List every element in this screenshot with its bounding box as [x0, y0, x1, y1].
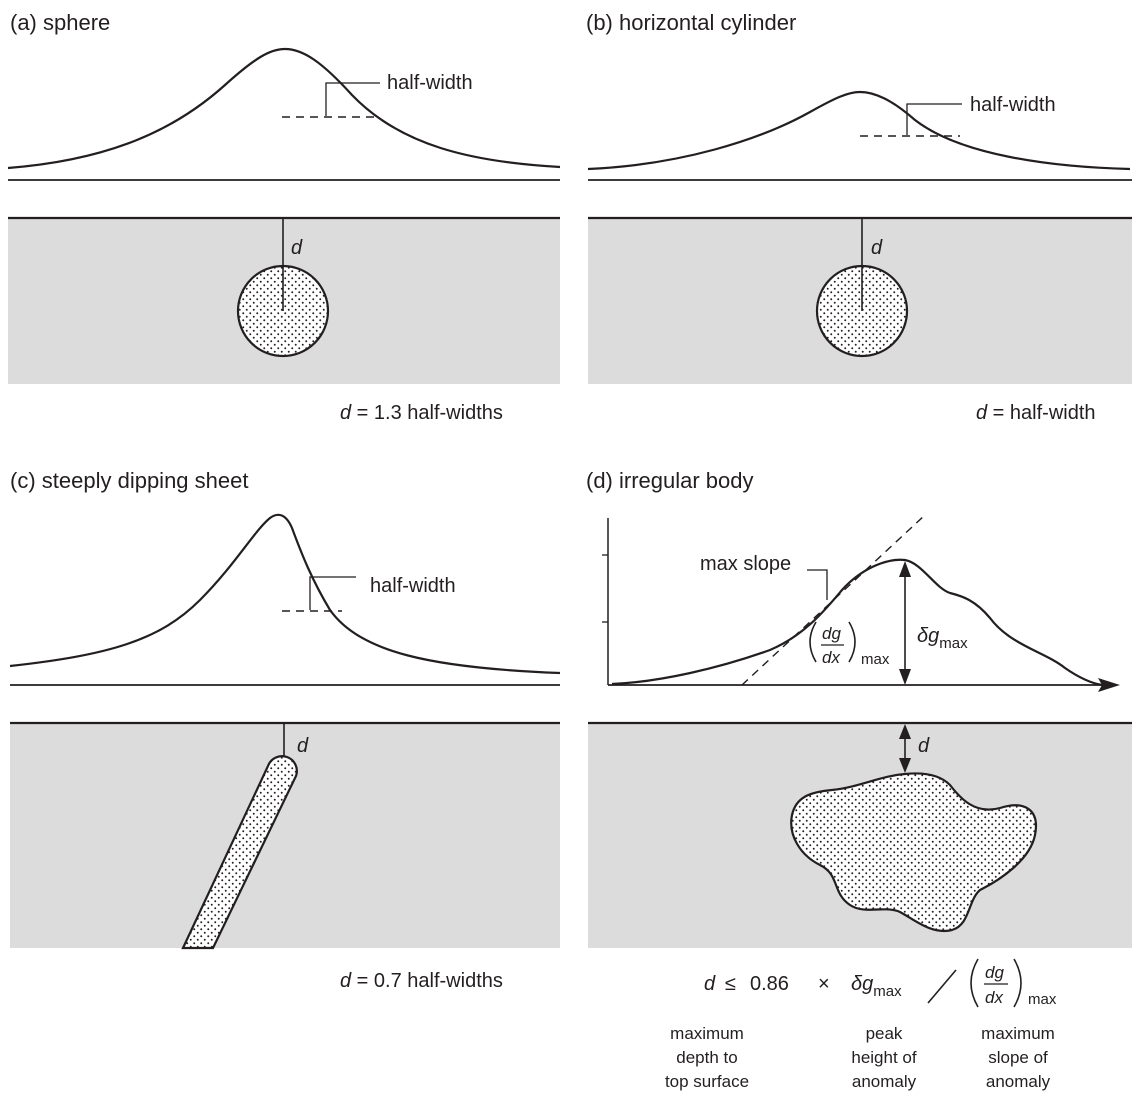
panel-a-half-width-label: half-width — [387, 72, 473, 94]
panel-a-anomaly-curve — [7, 47, 561, 170]
panel-b-title: (b) horizontal cylinder — [586, 10, 796, 35]
panel-b-half-width-callout — [906, 103, 962, 135]
panel-d-title: (d) irregular body — [586, 468, 754, 493]
panel-d-peak-arrowhead-top — [899, 561, 911, 577]
note-depth-line-1: maximum — [670, 1024, 744, 1043]
formula-slope-den: dx — [985, 988, 1003, 1007]
formula-divide-slash — [927, 969, 957, 1004]
panel-a-caption-symbol: d — [340, 402, 352, 424]
panel-d-x-axis-arrowhead — [1098, 678, 1120, 692]
panel-c-half-width-callout — [309, 576, 356, 610]
note-peak-line-1: peak — [866, 1024, 903, 1043]
formula-notes: maximum depth to top surface peak height… — [665, 1024, 1055, 1091]
panel-c-anomaly-curve — [9, 513, 561, 675]
note-slope-line-1: maximum — [981, 1024, 1055, 1043]
panel-d-slope-num: dg — [822, 624, 841, 643]
panel-d-anomaly-curve — [611, 558, 1103, 687]
panel-c-depth-symbol: d — [297, 735, 309, 757]
panel-b-caption-text: = half-width — [987, 402, 1095, 424]
note-depth-line-2: depth to — [676, 1048, 737, 1067]
formula-slope-paren-left — [970, 958, 979, 1008]
panel-c-half-width-label: half-width — [370, 575, 456, 597]
panel-b-horizontal-cylinder: (b) horizontal cylinder half-width d d =… — [586, 10, 1132, 424]
panel-c-dipping-sheet-body — [181, 755, 298, 950]
panel-d-depth-arrowhead-top — [899, 724, 911, 739]
note-slope-line-2: slope of — [988, 1048, 1048, 1067]
panel-a-caption: d = 1.3 half-widths — [340, 402, 503, 424]
panel-d-slope-paren-left — [809, 621, 817, 663]
panel-d-peak-arrowhead-bottom — [899, 669, 911, 685]
formula-peak-sub: max — [873, 983, 902, 1000]
panel-d-slope-paren-right — [848, 621, 856, 663]
panel-d-irregular-body: (d) irregular body max slope dg dx max δ… — [586, 468, 1132, 948]
formula-lhs: d — [704, 973, 716, 995]
panel-a-title: (a) sphere — [10, 10, 110, 35]
panel-c-steeply-dipping-sheet: (c) steeply dipping sheet half-width d d… — [9, 468, 561, 992]
panel-a-depth-symbol: d — [291, 237, 303, 259]
panel-a-half-width-callout — [325, 82, 380, 116]
formula-slope-num: dg — [985, 963, 1004, 982]
panel-c-caption: d = 0.7 half-widths — [340, 970, 503, 992]
panel-a-sphere: (a) sphere half-width d d = 1.3 half-wid… — [7, 10, 561, 424]
panel-b-depth-symbol: d — [871, 237, 883, 259]
formula-slope-paren-right — [1013, 958, 1022, 1008]
note-peak-line-2: height of — [851, 1048, 916, 1067]
panel-c-title: (c) steeply dipping sheet — [10, 468, 248, 493]
formula-times: × — [818, 973, 830, 995]
panel-d-peak-sub: max — [939, 635, 968, 652]
formula-peak: δgmax — [851, 973, 902, 1000]
panel-a-caption-text: = 1.3 half-widths — [351, 402, 503, 424]
panel-b-caption: d = half-width — [976, 402, 1096, 424]
note-slope-line-3: anomaly — [986, 1072, 1051, 1091]
panel-d-peak-base: δg — [917, 625, 939, 647]
formula-coefficient: 0.86 — [750, 973, 789, 995]
note-peak-line-3: anomaly — [852, 1072, 917, 1091]
depth-formula: d ≤ 0.86 × δgmax dg dx max — [704, 958, 1057, 1008]
panel-d-peak-label: δgmax — [917, 625, 968, 652]
formula-slope-sub: max — [1028, 991, 1057, 1008]
panel-d-max-slope-label: max slope — [700, 553, 791, 575]
panel-b-anomaly-curve — [587, 90, 1131, 171]
panel-b-caption-symbol: d — [976, 402, 988, 424]
panel-d-slope-sub: max — [861, 651, 890, 668]
panel-b-half-width-label: half-width — [970, 94, 1056, 116]
panel-d-depth-arrowhead-bottom — [899, 758, 911, 773]
panel-c-caption-text: = 0.7 half-widths — [351, 970, 503, 992]
panel-d-slope-expression: dg dx max — [809, 621, 890, 668]
panel-d-max-slope-callout — [807, 569, 828, 600]
panel-d-irregular-body-shape — [790, 772, 1038, 933]
panel-d-slope-den: dx — [822, 648, 840, 667]
note-depth-line-3: top surface — [665, 1072, 749, 1091]
formula-peak-base: δg — [851, 973, 873, 995]
panel-c-caption-symbol: d — [340, 970, 352, 992]
panel-d-depth-symbol: d — [918, 735, 930, 757]
formula-operator: ≤ — [725, 973, 736, 995]
